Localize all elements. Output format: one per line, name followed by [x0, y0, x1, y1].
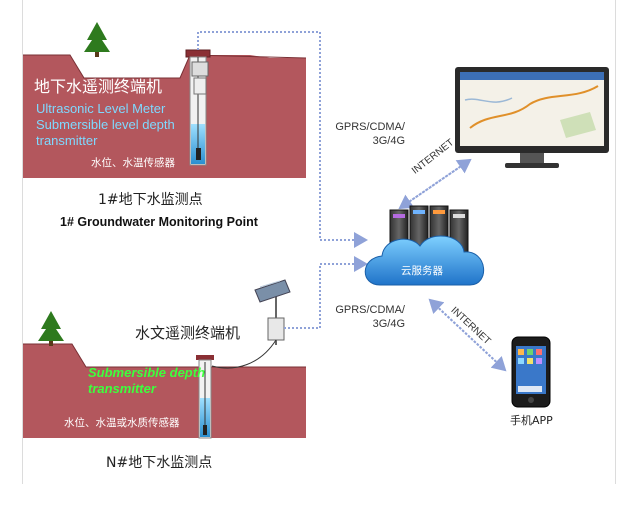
cloud-server-icon — [364, 205, 485, 286]
stationN-caption: N#地下水监测点 — [106, 455, 213, 471]
station1-transmitter-label: transmitter — [36, 133, 98, 148]
station1-caption-en: 1# Groundwater Monitoring Point — [60, 215, 258, 229]
link-bottom-line2: 3G/4G — [372, 318, 405, 330]
link-cloud-to-phone — [428, 298, 507, 372]
station1-caption: 1#地下水监测点 — [98, 192, 203, 208]
link-station1-to-cloud — [197, 31, 368, 248]
stationN-well — [196, 355, 214, 439]
station1-depth-label: Submersible level depth — [36, 117, 175, 132]
tree-icon — [38, 311, 64, 346]
station1-well — [185, 49, 211, 166]
phone-app-label: 手机APP — [510, 414, 553, 427]
stationN-transmitter-label: Submersible depth — [88, 365, 206, 380]
link-top-line2: 3G/4G — [372, 135, 405, 147]
stationN-sensor-label: 水位、水温或水质传感器 — [64, 417, 180, 429]
smartphone-icon — [511, 336, 551, 408]
link-stationN-to-cloud — [284, 256, 368, 329]
diagram-frame — [22, 0, 616, 484]
link-bottom-label: GPRS/CDMA/ 3G/4G — [325, 303, 405, 331]
station1-terminal-label: 地下水遥测终端机 — [34, 77, 163, 96]
solar-panel-icon — [211, 279, 291, 369]
station1-meter-label: Ultrasonic Level Meter — [36, 101, 166, 116]
link-top-label: GPRS/CDMA/ 3G/4G — [325, 120, 405, 148]
link-bottom-line1: GPRS/CDMA/ — [335, 304, 405, 316]
tree-icon — [84, 22, 110, 57]
link-top-line1: GPRS/CDMA/ — [335, 121, 405, 133]
station1-sensor-label: 水位、水温传感器 — [91, 157, 175, 169]
cloud-server-label: 云服务器 — [401, 265, 443, 277]
stationN-transmitter-label-2: transmitter — [88, 381, 156, 396]
stationN-terminal-label: 水文遥测终端机 — [135, 324, 241, 342]
monitor-icon — [455, 67, 609, 168]
